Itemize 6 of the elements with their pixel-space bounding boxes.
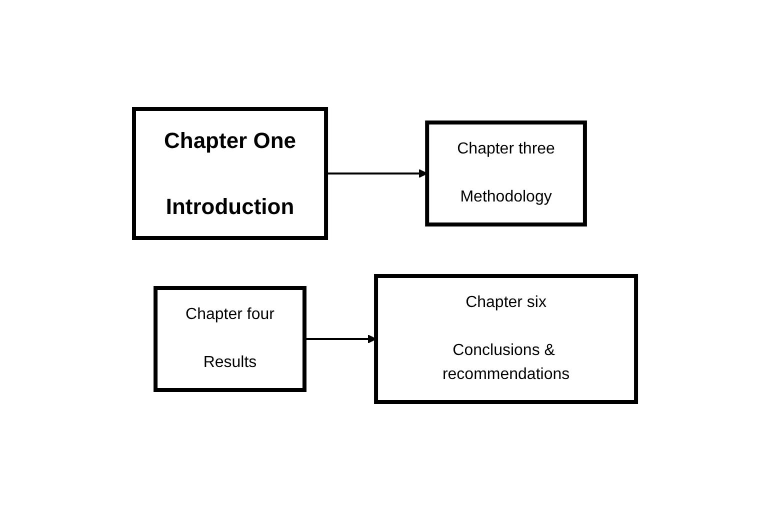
node-box: Chapter six Conclusions & recommendations — [374, 274, 639, 404]
arrow — [326, 169, 428, 178]
node-box: Chapter One Introduction — [132, 107, 329, 240]
node-box: Chapter three Methodology — [426, 120, 588, 226]
arrow — [304, 334, 377, 344]
node-box: Chapter four Results — [154, 286, 307, 392]
